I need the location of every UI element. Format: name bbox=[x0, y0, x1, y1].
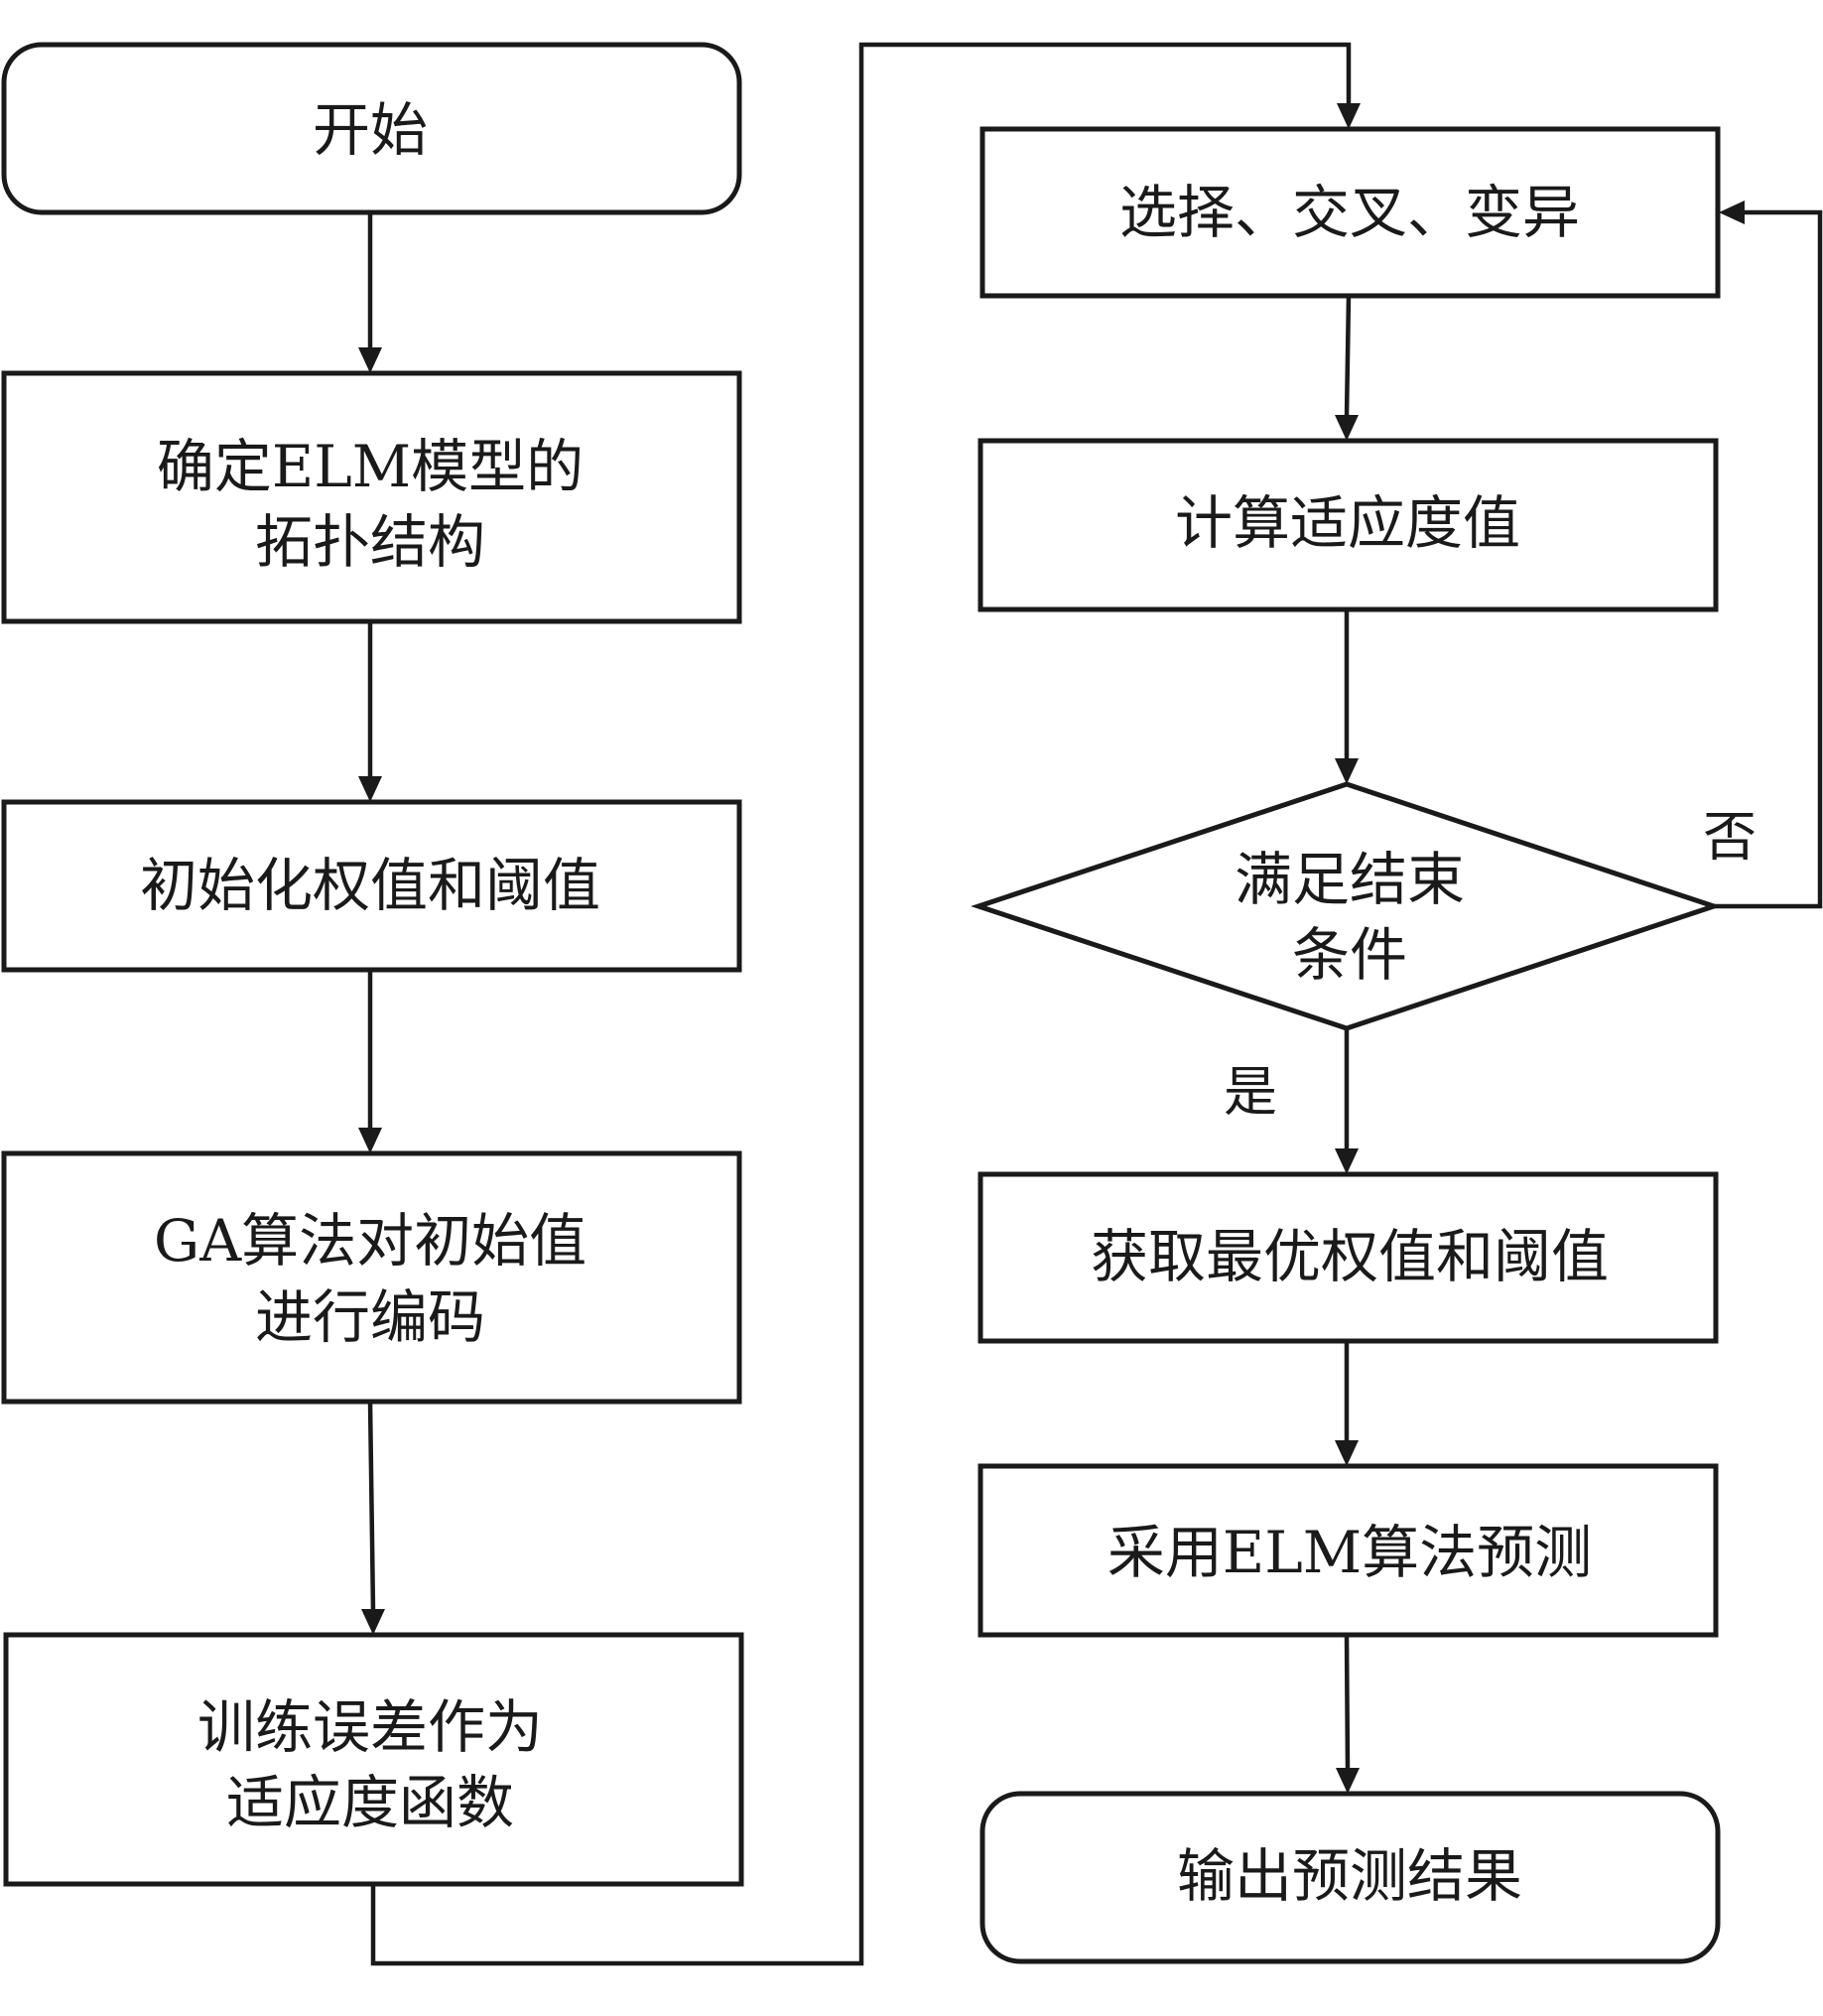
arrow-down-icon bbox=[358, 1128, 382, 1153]
node-fitness-function-line-2: 适应度函数 bbox=[226, 1769, 514, 1836]
node-ga-encoding-line-1: GA算法对初始值 bbox=[154, 1207, 586, 1275]
arrow-down-icon bbox=[1335, 758, 1359, 784]
arrow-left-icon bbox=[1719, 201, 1745, 224]
branch-label-no: 否 bbox=[1703, 806, 1757, 869]
edge-selection-to-compute bbox=[1344, 295, 1352, 418]
edge-condition-no-loop bbox=[1714, 209, 1823, 909]
node-optimal-weights-label: 获取最优权值和阈值 bbox=[1091, 1223, 1609, 1290]
node-fitness-function: 训练误差作为 适应度函数 bbox=[3, 1632, 744, 1887]
node-determine-topology-line-1: 确定ELM模型的 bbox=[157, 433, 584, 500]
node-compute-fitness: 计算适应度值 bbox=[977, 438, 1719, 612]
node-end-condition-line-1: 满足结束 bbox=[1235, 846, 1465, 913]
node-determine-topology: 确定ELM模型的 拓扑结构 bbox=[1, 370, 742, 624]
arrow-down-icon bbox=[1335, 1440, 1359, 1466]
branch-label-yes: 是 bbox=[1224, 1061, 1277, 1124]
node-ga-encoding: GA算法对初始值 进行编码 bbox=[1, 1150, 742, 1405]
node-output-label: 输出预测结果 bbox=[1177, 1842, 1522, 1910]
edge-fitness-to-selection bbox=[370, 42, 1352, 1966]
arrow-down-icon bbox=[1336, 1768, 1360, 1794]
arrow-down-icon bbox=[358, 776, 382, 802]
node-selection: 选择、交叉、变异 bbox=[979, 126, 1721, 299]
node-init-weights-label: 初始化权值和阈值 bbox=[140, 852, 600, 919]
node-end-condition-line-2: 条件 bbox=[1292, 921, 1407, 989]
node-init-weights: 初始化权值和阈值 bbox=[1, 799, 742, 973]
node-fitness-function-line-1: 训练误差作为 bbox=[197, 1693, 543, 1761]
connectors bbox=[358, 42, 1823, 1966]
edge-predict-to-output bbox=[1344, 1634, 1351, 1771]
node-compute-fitness-label: 计算适应度值 bbox=[1175, 489, 1520, 557]
node-output: 输出预测结果 bbox=[979, 1791, 1721, 1964]
edge-encoding-to-fitness bbox=[367, 1401, 376, 1612]
arrow-down-icon bbox=[1337, 103, 1361, 129]
arrow-down-icon bbox=[1335, 1148, 1359, 1174]
node-start-label: 开始 bbox=[313, 96, 428, 164]
node-determine-topology-line-2: 拓扑结构 bbox=[255, 508, 485, 576]
arrow-down-icon bbox=[358, 347, 382, 373]
arrow-down-icon bbox=[361, 1609, 385, 1635]
node-start: 开始 bbox=[1, 42, 742, 215]
node-elm-predict-label: 采用ELM算法预测 bbox=[1107, 1519, 1592, 1586]
node-ga-encoding-line-2: 进行编码 bbox=[255, 1283, 485, 1351]
node-end-condition: 满足结束 条件 bbox=[971, 781, 1722, 1031]
node-optimal-weights: 获取最优权值和阈值 bbox=[977, 1171, 1719, 1344]
node-elm-predict: 采用ELM算法预测 bbox=[977, 1463, 1719, 1638]
node-selection-label: 选择、交叉、变异 bbox=[1119, 179, 1580, 246]
arrow-down-icon bbox=[1335, 415, 1359, 441]
